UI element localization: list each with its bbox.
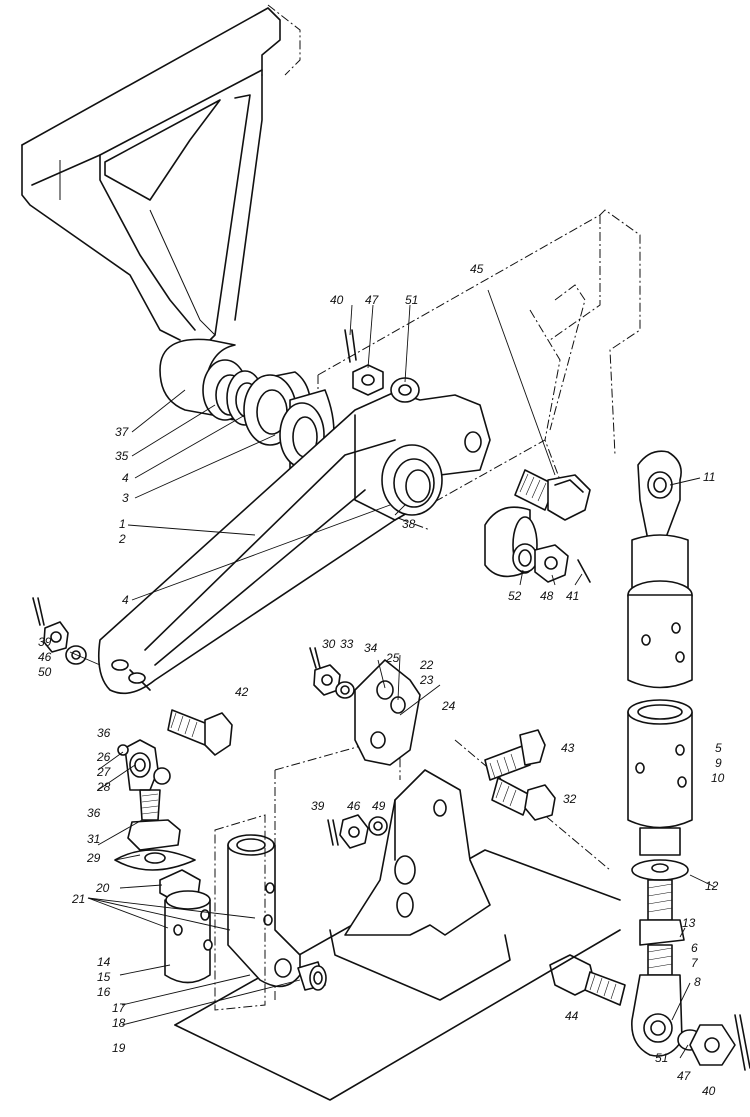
callout-40: 40 <box>702 1084 716 1098</box>
callout-51: 51 <box>405 293 419 307</box>
callout-11: 11 <box>703 470 716 484</box>
callout-10: 10 <box>711 771 725 785</box>
upper-bracket <box>21 4 301 341</box>
callout-27: 27 <box>97 765 111 779</box>
callout-22: 22 <box>420 658 434 672</box>
callout-23: 23 <box>420 673 434 687</box>
callout-39: 39 <box>311 799 325 813</box>
main-lever-arm <box>97 391 491 695</box>
callout-50: 50 <box>38 665 52 679</box>
top-nut-group <box>344 329 420 403</box>
callout-45: 45 <box>470 262 484 276</box>
callout-32: 32 <box>563 792 577 806</box>
callout-31: 31 <box>87 832 101 846</box>
callout-42: 42 <box>235 685 249 699</box>
nut-group-39-46-49 <box>327 814 388 849</box>
callout-19: 19 <box>112 1041 126 1055</box>
callout-47: 47 <box>677 1069 691 1083</box>
callout-1: 1 <box>119 517 126 531</box>
lower-tube-14-16 <box>159 869 213 984</box>
callout-14: 14 <box>97 955 111 969</box>
right-frame <box>309 209 641 531</box>
clevis-plate <box>354 659 421 766</box>
bolt-32 <box>491 777 556 821</box>
leader-lines <box>69 289 716 1059</box>
callout-13: 13 <box>682 916 696 930</box>
callout-25: 25 <box>386 651 400 665</box>
callout-51: 51 <box>655 1051 669 1065</box>
bolt-45 <box>514 469 591 521</box>
callout-33: 33 <box>340 637 354 651</box>
callout-15: 15 <box>97 970 111 984</box>
callout-40: 40 <box>330 293 344 307</box>
callout-46: 46 <box>347 799 361 813</box>
callout-7: 7 <box>691 956 698 970</box>
callout-20: 20 <box>96 881 110 895</box>
nut-group-33-34 <box>309 647 355 699</box>
callout-3: 3 <box>122 491 129 505</box>
callout-9: 9 <box>715 756 722 770</box>
callout-47: 47 <box>365 293 379 307</box>
callout-21: 21 <box>72 892 86 906</box>
callout-52: 52 <box>508 589 522 603</box>
callout-6: 6 <box>691 941 698 955</box>
callout-28: 28 <box>97 780 111 794</box>
bushing-19 <box>297 961 327 991</box>
callout-44: 44 <box>565 1009 579 1023</box>
callout-16: 16 <box>97 985 111 999</box>
callout-35: 35 <box>115 449 129 463</box>
callout-18: 18 <box>112 1016 126 1030</box>
callout-4: 4 <box>122 471 129 485</box>
base-plate-and-bracket <box>174 734 621 1101</box>
callout-30: 30 <box>322 637 336 651</box>
callout-37: 37 <box>115 425 129 439</box>
callout-49: 49 <box>372 799 386 813</box>
callout-12: 12 <box>705 879 719 893</box>
callout-38: 38 <box>402 517 416 531</box>
callout-17: 17 <box>112 1001 126 1015</box>
callout-4: 4 <box>122 593 129 607</box>
callout-34: 34 <box>364 641 378 655</box>
callout-29: 29 <box>87 851 101 865</box>
callout-46: 46 <box>38 650 52 664</box>
bolt-44 <box>549 954 626 1006</box>
callout-26: 26 <box>97 750 111 764</box>
callout-39: 39 <box>38 635 52 649</box>
callout-8: 8 <box>694 975 701 989</box>
callout-48: 48 <box>540 589 554 603</box>
callout-43: 43 <box>561 741 575 755</box>
lower-tube-17-18 <box>214 814 301 1011</box>
callout-36: 36 <box>97 726 111 740</box>
callout-5: 5 <box>715 741 722 755</box>
callout-41: 41 <box>566 589 580 603</box>
callout-36: 36 <box>87 806 101 820</box>
callout-24: 24 <box>442 699 456 713</box>
left-rod-end <box>114 739 196 871</box>
bottom-right-nut-group <box>677 1014 750 1071</box>
right-tie-rod <box>627 450 693 1057</box>
bolt-43 <box>484 729 546 781</box>
callout-2: 2 <box>119 532 126 546</box>
bolt-42 <box>167 709 233 756</box>
right-pivot-spacer <box>484 506 591 583</box>
